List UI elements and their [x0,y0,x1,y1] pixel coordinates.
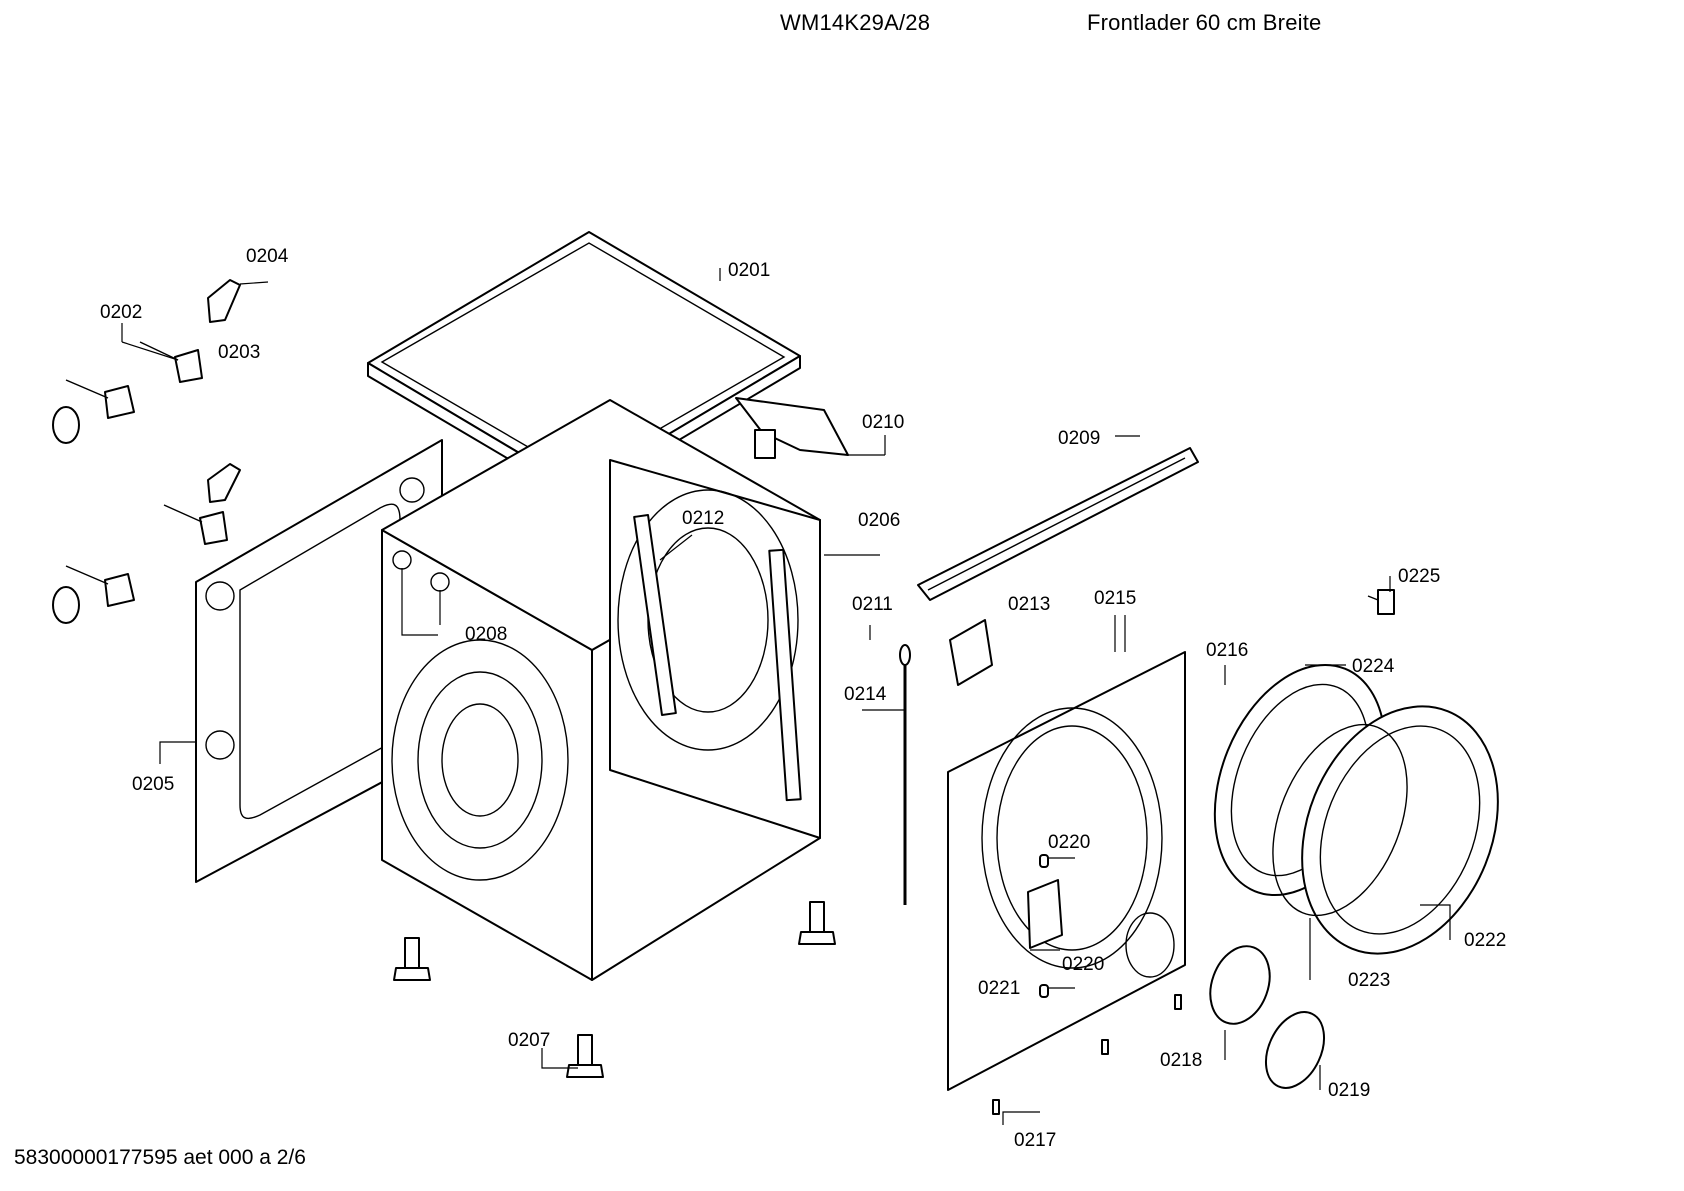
callout-0210: 0210 [862,412,904,433]
callout-0220-lower: 0220 [1062,954,1104,975]
callout-0207: 0207 [508,1030,550,1051]
frame-strut-part [633,513,802,802]
model-description: Frontlader 60 cm Breite [1087,10,1322,35]
bracket-part [735,397,849,459]
leader-lines [121,268,1451,1125]
callout-0202: 0202 [100,302,142,323]
door-rings-parts [1213,663,1499,955]
model-number: WM14K29A/28 [780,10,931,35]
callout-0214: 0214 [844,684,887,705]
callout-0224: 0224 [1352,656,1395,677]
callout-0206: 0206 [858,510,900,531]
callout-0203: 0203 [218,342,260,363]
front-panel-part [947,651,1186,1091]
hinge-parts [52,279,241,624]
connector-box-part [949,619,993,686]
feet-parts [393,901,836,1078]
callout-0211: 0211 [852,594,893,615]
callout-0213: 0213 [1008,594,1050,615]
callout-0222: 0222 [1464,930,1506,951]
callout-0225: 0225 [1398,566,1440,587]
crossbar-rail-part [917,447,1199,601]
callout-0212: 0212 [682,508,724,529]
callout-0217: 0217 [1014,1130,1056,1151]
callout-0208: 0208 [465,624,507,645]
screws-parts [992,854,1182,1115]
small-parts [1209,589,1395,1089]
callout-0223: 0223 [1348,970,1390,991]
callout-0220-upper: 0220 [1048,832,1090,853]
callout-0201: 0201 [728,260,770,281]
callout-0205: 0205 [132,774,174,795]
callout-0204: 0204 [246,246,289,267]
callout-0215: 0215 [1094,588,1136,609]
callout-0209: 0209 [1058,428,1100,449]
rod-part [899,644,911,905]
cabinet-housing-part [381,399,821,981]
callout-0218: 0218 [1160,1050,1202,1071]
document-reference: 58300000177595 aet 000 a 2/6 [14,1146,306,1169]
callout-0219: 0219 [1328,1080,1370,1101]
callout-0221: 0221 [978,978,1020,999]
callout-labels: 0204 0202 0203 0201 0210 0209 0212 0206 … [100,246,1506,1151]
callout-0216: 0216 [1206,640,1248,661]
